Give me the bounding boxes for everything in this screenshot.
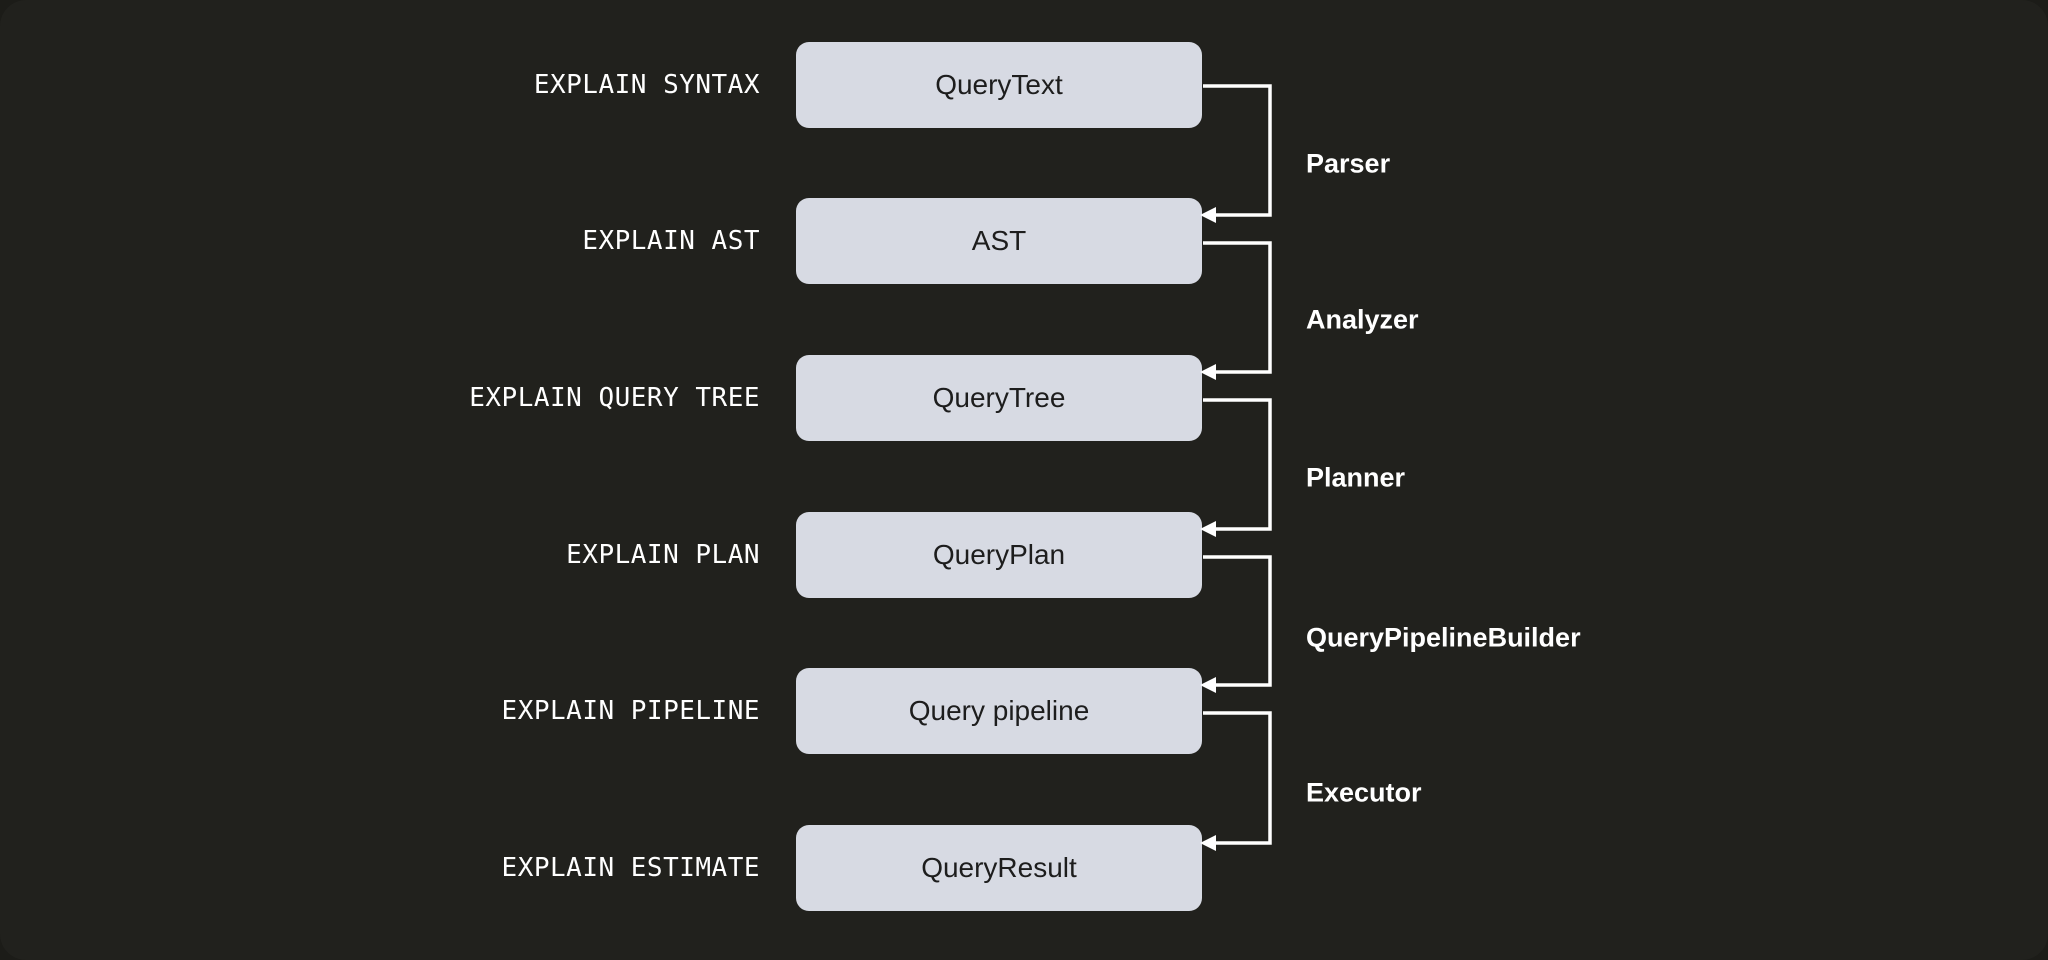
- node-label: QueryTree: [932, 382, 1066, 413]
- node-box[interactable]: Query pipeline: [796, 668, 1202, 754]
- stage-label-planner: Planner: [1306, 462, 1406, 493]
- node-box[interactable]: QueryText: [796, 42, 1202, 128]
- node-label: QueryResult: [921, 852, 1077, 883]
- node-box[interactable]: AST: [796, 198, 1202, 284]
- pipeline-row: EXPLAIN QUERY TREE QueryTree: [0, 355, 2048, 441]
- node-label: Query pipeline: [908, 695, 1090, 726]
- node-label: QueryPlan: [932, 539, 1066, 570]
- explain-command-label: EXPLAIN QUERY TREE: [469, 383, 760, 413]
- stage-label-parser: Parser: [1306, 148, 1391, 179]
- node-box[interactable]: QueryResult: [796, 825, 1202, 911]
- pipeline-row: EXPLAIN PIPELINE Query pipeline: [0, 668, 2048, 754]
- node-label: QueryText: [935, 69, 1063, 100]
- stage-label-executor: Executor: [1306, 777, 1422, 808]
- stage-label-analyzer: Analyzer: [1306, 304, 1419, 335]
- explain-command-label: EXPLAIN SYNTAX: [533, 70, 760, 100]
- explain-command-label: EXPLAIN ESTIMATE: [501, 853, 760, 883]
- pipeline-row: EXPLAIN ESTIMATE QueryResult: [0, 825, 2048, 911]
- pipeline-row: EXPLAIN SYNTAX QueryText: [0, 42, 2048, 128]
- stage-label-querypipelinebuilder: QueryPipelineBuilder: [1306, 622, 1581, 653]
- node-label: AST: [971, 225, 1027, 256]
- node-box[interactable]: QueryTree: [796, 355, 1202, 441]
- pipeline-row: EXPLAIN PLAN QueryPlan: [0, 512, 2048, 598]
- explain-command-label: EXPLAIN PIPELINE: [501, 696, 760, 726]
- explain-command-label: EXPLAIN AST: [582, 226, 760, 256]
- node-box[interactable]: QueryPlan: [796, 512, 1202, 598]
- explain-command-label: EXPLAIN PLAN: [566, 540, 760, 570]
- pipeline-row: EXPLAIN AST AST: [0, 198, 2048, 284]
